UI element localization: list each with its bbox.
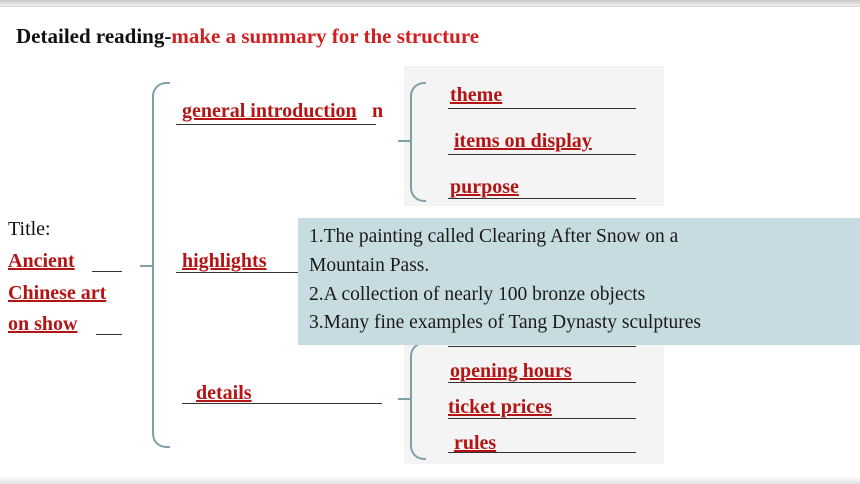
details-blank: [182, 403, 382, 404]
title-answer-line-1: Ancient: [8, 250, 75, 272]
details-connector: [398, 398, 410, 400]
item-opening-hours: opening hours: [450, 360, 572, 382]
item-rules: rules: [454, 432, 497, 454]
highlight-line-2: Mountain Pass.: [309, 255, 430, 276]
highlights-blank: [176, 272, 298, 273]
details-bracket: [410, 342, 426, 460]
item-items-on-display: items on display: [454, 130, 592, 152]
rules-blank: [448, 452, 636, 453]
slide-heading: Detailed reading-make a summary for the …: [16, 24, 479, 49]
intro-bracket: [410, 82, 426, 202]
title-blank-3: [96, 334, 122, 335]
date-blank: [448, 346, 636, 347]
title-connector: [140, 265, 152, 267]
intro-connector: [398, 140, 410, 142]
highlights-popup: 1.The painting called Clearing After Sno…: [298, 218, 860, 345]
section-answer-highlights: highlights: [182, 250, 267, 272]
section-answer-general-introduction: general introduction: [182, 100, 357, 122]
theme-blank: [448, 108, 636, 109]
top-decor-edge: [0, 6, 860, 7]
item-theme: theme: [450, 84, 503, 106]
intro-items-panel: [404, 66, 664, 206]
highlight-line-1: 1.The painting called Clearing After Sno…: [309, 226, 679, 247]
title-blank-1: [92, 271, 122, 272]
bottom-decor-fade: [0, 476, 860, 484]
opening-hours-blank: [448, 382, 636, 383]
heading-accent: make a summary for the structure: [171, 24, 480, 48]
items-on-display-blank: [448, 154, 636, 155]
item-ticket-prices: ticket prices: [448, 396, 552, 418]
purpose-blank: [448, 198, 636, 199]
intro-blank: [176, 124, 376, 125]
highlight-line-3: 2.A collection of nearly 100 bronze obje…: [309, 284, 646, 305]
intro-trailing-n: n: [372, 100, 384, 122]
main-bracket: [152, 82, 170, 448]
ticket-prices-blank: [448, 418, 636, 419]
heading-prefix: Detailed reading-: [16, 24, 172, 48]
top-decor-bar: [0, 0, 860, 6]
title-answer-line-2: Chinese art: [8, 282, 107, 304]
details-items-panel: [404, 330, 664, 464]
highlight-line-4: 3.Many fine examples of Tang Dynasty scu…: [309, 312, 701, 333]
title-answer-line-3: on show: [8, 313, 78, 335]
section-answer-details: details: [196, 382, 252, 404]
item-purpose: purpose: [450, 176, 519, 198]
title-label: Title:: [8, 218, 51, 240]
